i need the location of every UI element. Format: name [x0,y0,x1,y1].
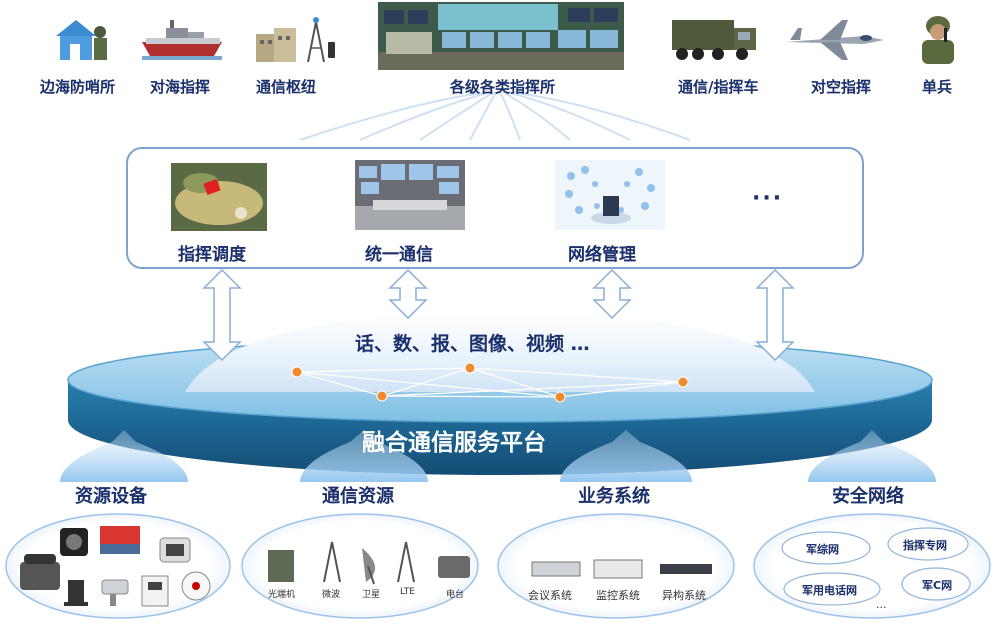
upward-arrows [60,430,936,482]
command-vehicle-icon [670,12,758,64]
label-comm-hub: 通信枢纽 [256,78,317,96]
label-radio: 电台 [446,590,465,600]
command-center-image [378,2,624,70]
radio-icon [438,556,470,578]
label-optical-terminal: 光端机 [268,590,296,600]
network-management-image [555,160,665,230]
label-military-c-network: 军C网 [922,579,953,592]
label-command-vehicle: 通信/指挥车 [678,78,759,96]
keypad-icon [159,537,191,563]
lte-tower-icon [397,541,415,583]
label-lte: LTE [400,587,415,597]
network-graph [296,367,684,398]
comm-hub-icon [252,12,336,66]
fighter-jet-icon [784,16,888,62]
category-security-networks: 安全网络 [832,486,904,507]
microphone-icon [64,580,88,606]
flag-photo-icon [100,526,140,554]
microwave-icon [323,541,341,583]
label-military-integrated-network: 军综网 [806,543,839,556]
label-monitoring-system: 监控系统 [596,589,640,602]
label-microwave: 微波 [322,590,341,600]
label-network-management: 网络管理 [568,245,636,265]
category-resource-devices: 资源设备 [75,486,147,507]
label-unified-comm: 统一通信 [365,245,433,265]
desk-phone-icon [20,554,60,590]
smoke-detector-icon [181,571,211,601]
network-clouds [781,527,971,606]
more-services-indicator: ··· [752,186,784,211]
label-naval-command: 对海指挥 [150,78,211,96]
unified-comm-image [355,160,465,230]
comm-resource-icons [262,538,482,588]
platform-disk [67,312,933,475]
thermostat-icon [141,575,169,607]
convergence-beams [299,91,691,141]
optical-terminal-icon [268,550,294,582]
media-types-label: 话、数、报、图像、视频 … [355,333,590,355]
command-dispatch-image [171,163,267,231]
soldier-icon [914,12,962,66]
platform-title: 融合通信服务平台 [362,430,546,456]
label-command-posts: 各级各类指挥所 [450,78,556,96]
label-individual-soldier: 单兵 [922,78,953,96]
conference-system-icon [531,561,581,577]
satellite-dish-icon [362,548,376,585]
heterogeneous-system-icon [660,564,712,574]
label-satellite: 卫星 [362,590,381,600]
label-border-post: 边海防哨所 [40,78,116,96]
more-networks-indicator: ... [876,598,887,611]
warship-icon [140,14,224,64]
device-icons [10,522,224,618]
category-comm-resources: 通信资源 [322,486,394,507]
bidirectional-arrows [202,268,795,362]
network-nodes [291,362,689,403]
camera-icon [101,579,129,606]
label-military-phone-network: 军用电话网 [802,584,857,597]
label-air-command: 对空指挥 [811,78,872,96]
label-command-private-network: 指挥专网 [903,539,947,552]
label-conference-system: 会议系统 [528,589,572,602]
business-system-icons [528,556,718,582]
category-business-systems: 业务系统 [578,486,650,507]
monitoring-system-icon [593,559,643,579]
label-command-dispatch: 指挥调度 [178,245,246,265]
speaker-icon [60,528,88,556]
label-heterogeneous-system: 异构系统 [662,589,706,602]
border-post-icon [52,14,112,64]
